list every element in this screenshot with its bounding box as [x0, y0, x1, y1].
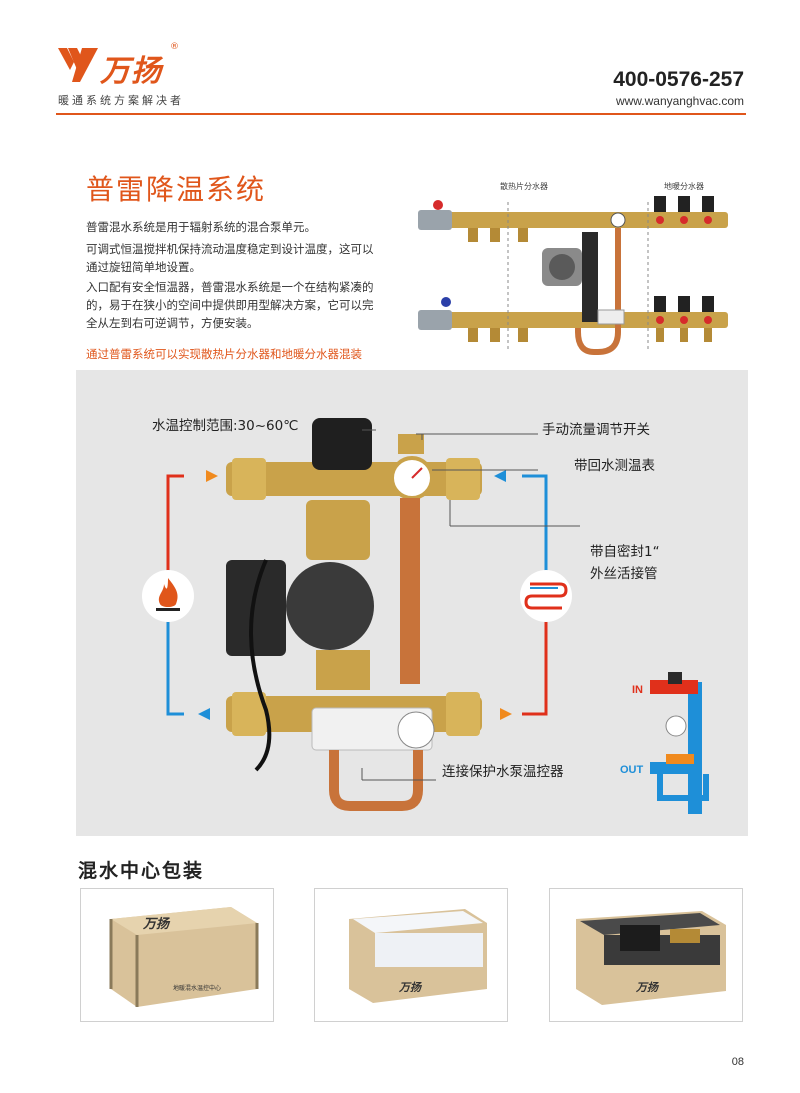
brand-name: 万扬	[100, 54, 162, 89]
floor-heating-manifold-label: 地暖分水器	[664, 182, 704, 191]
pump-controller-callout: 连接保护水泵温控器	[442, 764, 564, 780]
crate-caption-label: 地暖混水温控中心	[173, 985, 222, 992]
intro-paragraph: 可调式恒温搅拌机保持流动温度稳定到设计温度，这可以通过旋钮简单地设置。	[86, 242, 374, 274]
packaging-photo-closed: 万扬 地暖混水温控中心	[80, 888, 274, 1022]
foam-crate-image	[349, 909, 487, 1003]
packaging-photo-foam: 万扬	[314, 888, 508, 1022]
legend-out-label: OUT	[620, 764, 644, 776]
highlight-note: 通过普雷系统可以实现散热片分水器和地暖分水器混装	[86, 347, 362, 361]
header-divider	[56, 113, 746, 115]
registered-mark: ®	[170, 42, 179, 52]
legend-in-label: IN	[632, 684, 643, 696]
packaging-title: 混水中心包装	[78, 860, 205, 882]
self-seal-callout-line1: 带自密封1“	[590, 544, 660, 560]
open-crate-image	[576, 911, 726, 1005]
phone-number: 400-0576-257	[613, 68, 744, 91]
self-seal-callout-line2: 外丝活接管	[590, 566, 658, 582]
mixing-station-illustration	[142, 418, 709, 814]
crate-brand-label: 万扬	[399, 981, 421, 994]
page-title: 普雷降温系统	[86, 173, 267, 206]
floor-heating-coil-icon	[520, 570, 572, 622]
brand-logo: 万扬 ® 暖通系统方案解决者	[58, 42, 198, 112]
crate-brand-label: 万扬	[143, 917, 170, 932]
page-number: 08	[731, 1056, 744, 1068]
intro-paragraph: 普雷混水系统是用于辐射系统的混合泵单元。	[86, 220, 316, 234]
return-gauge-callout: 带回水测温表	[574, 458, 655, 474]
flow-schematic	[650, 672, 709, 814]
brand-slogan: 暖通系统方案解决者	[58, 94, 184, 107]
manifold-diagram-image	[418, 196, 728, 355]
radiator-manifold-label: 散热片分水器	[500, 182, 548, 191]
crate-brand-label: 万扬	[636, 981, 658, 994]
closed-crate-image	[109, 907, 259, 1007]
brand-logo-mark-icon	[58, 48, 98, 82]
temp-range-callout: 水温控制范围:30~60℃	[152, 418, 299, 434]
intro-paragraph: 入口配有安全恒温器，普雷混水系统是一个在结构紧凑的的，易于在狭小的空间中提供即用…	[86, 280, 374, 330]
website-link[interactable]: www.wanyanghvac.com	[615, 94, 744, 108]
flame-icon	[142, 570, 194, 622]
flow-switch-callout: 手动流量调节开关	[542, 422, 650, 438]
packaging-photo-open: 万扬	[549, 888, 743, 1022]
